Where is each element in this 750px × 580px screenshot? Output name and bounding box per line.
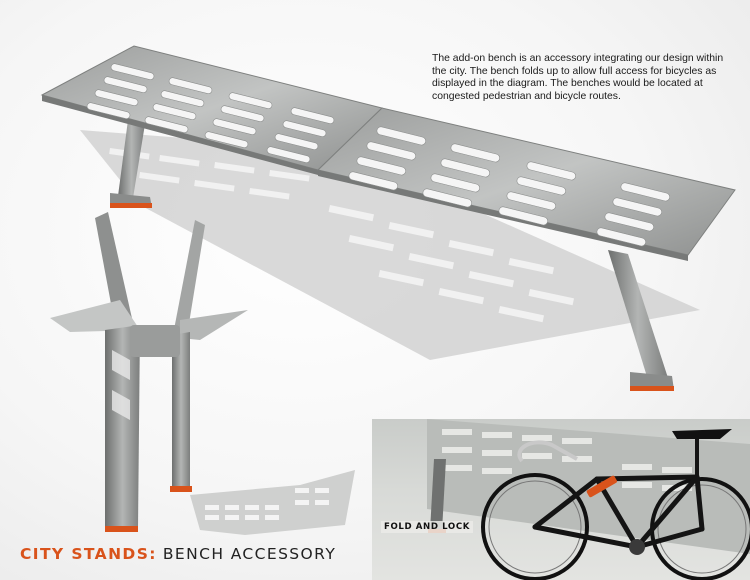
folded-bench-shadow bbox=[190, 470, 355, 535]
bench-shadow-slots bbox=[109, 147, 575, 323]
bench-right-leg bbox=[608, 250, 674, 391]
folded-bench-shadow-slots bbox=[205, 488, 329, 520]
page-title: CITY STANDS: BENCH ACCESSORY bbox=[20, 545, 336, 563]
title-highlight: CITY STANDS: bbox=[20, 545, 157, 563]
bench-left-leg bbox=[110, 120, 152, 208]
fold-and-lock-label: FOLD AND LOCK bbox=[381, 521, 473, 533]
bench-seat-slots bbox=[86, 63, 670, 247]
bicycle-scene bbox=[427, 419, 750, 580]
fold-and-lock-photo: FOLD AND LOCK bbox=[372, 419, 750, 580]
title-rest: BENCH ACCESSORY bbox=[162, 545, 337, 563]
description-text: The add-on bench is an accessory integra… bbox=[432, 53, 724, 102]
folded-bench-view bbox=[50, 212, 248, 532]
